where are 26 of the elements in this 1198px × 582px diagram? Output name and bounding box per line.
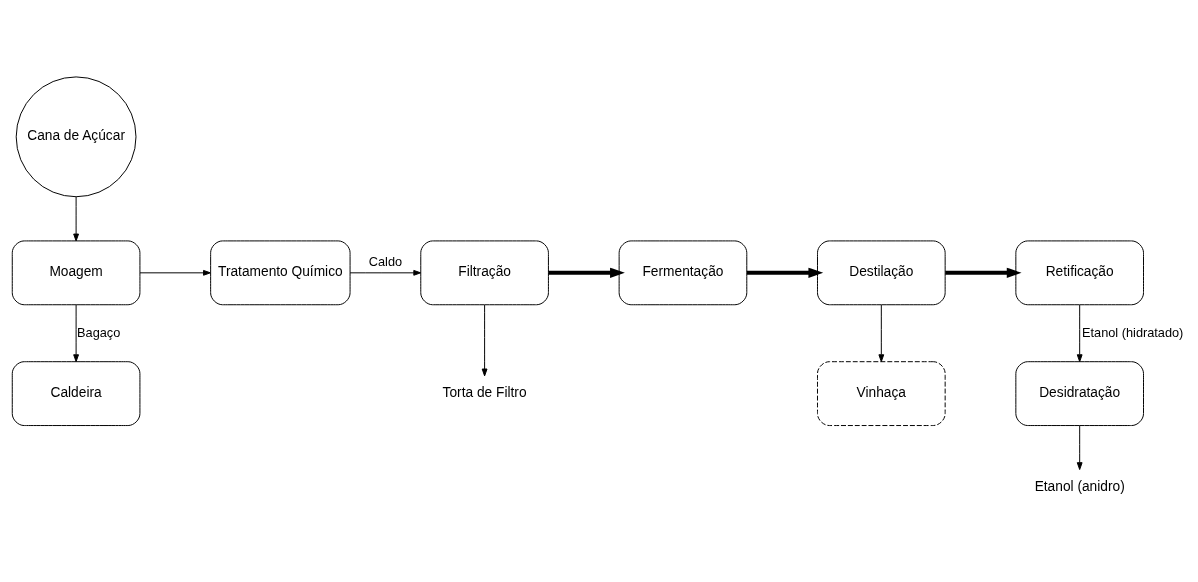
node-box: Retificação	[1015, 240, 1144, 306]
arrow	[73, 304, 79, 363]
arrow	[73, 196, 79, 242]
arrow	[945, 267, 1022, 278]
node-box: Caldeira	[11, 361, 141, 426]
node-box: Filtração	[420, 240, 549, 306]
edge-label: Bagaço	[77, 324, 121, 340]
node-box: Vinhaça	[817, 361, 946, 426]
node-box: Moagem	[11, 240, 141, 306]
node-box: Fermentação	[618, 240, 748, 306]
node-text: Torta de Filtro	[442, 385, 527, 401]
edge-label: Etanol (hidratado)	[1082, 324, 1184, 340]
arrow	[746, 267, 824, 278]
node-box: Tratamento Químico	[210, 240, 351, 306]
arrow	[1076, 304, 1083, 363]
node-box: Desidratação	[1015, 361, 1144, 426]
arrow	[349, 269, 422, 276]
arrow	[878, 304, 885, 363]
node-circle: Cana de Açúcar	[15, 76, 137, 198]
arrow	[481, 304, 488, 377]
node-text: Etanol (anidro)	[1034, 479, 1125, 495]
edge-label: Caldo	[368, 254, 403, 270]
arrow	[1076, 425, 1083, 471]
node-box: Destilação	[817, 240, 946, 306]
arrow	[139, 269, 211, 276]
arrow	[548, 267, 625, 278]
